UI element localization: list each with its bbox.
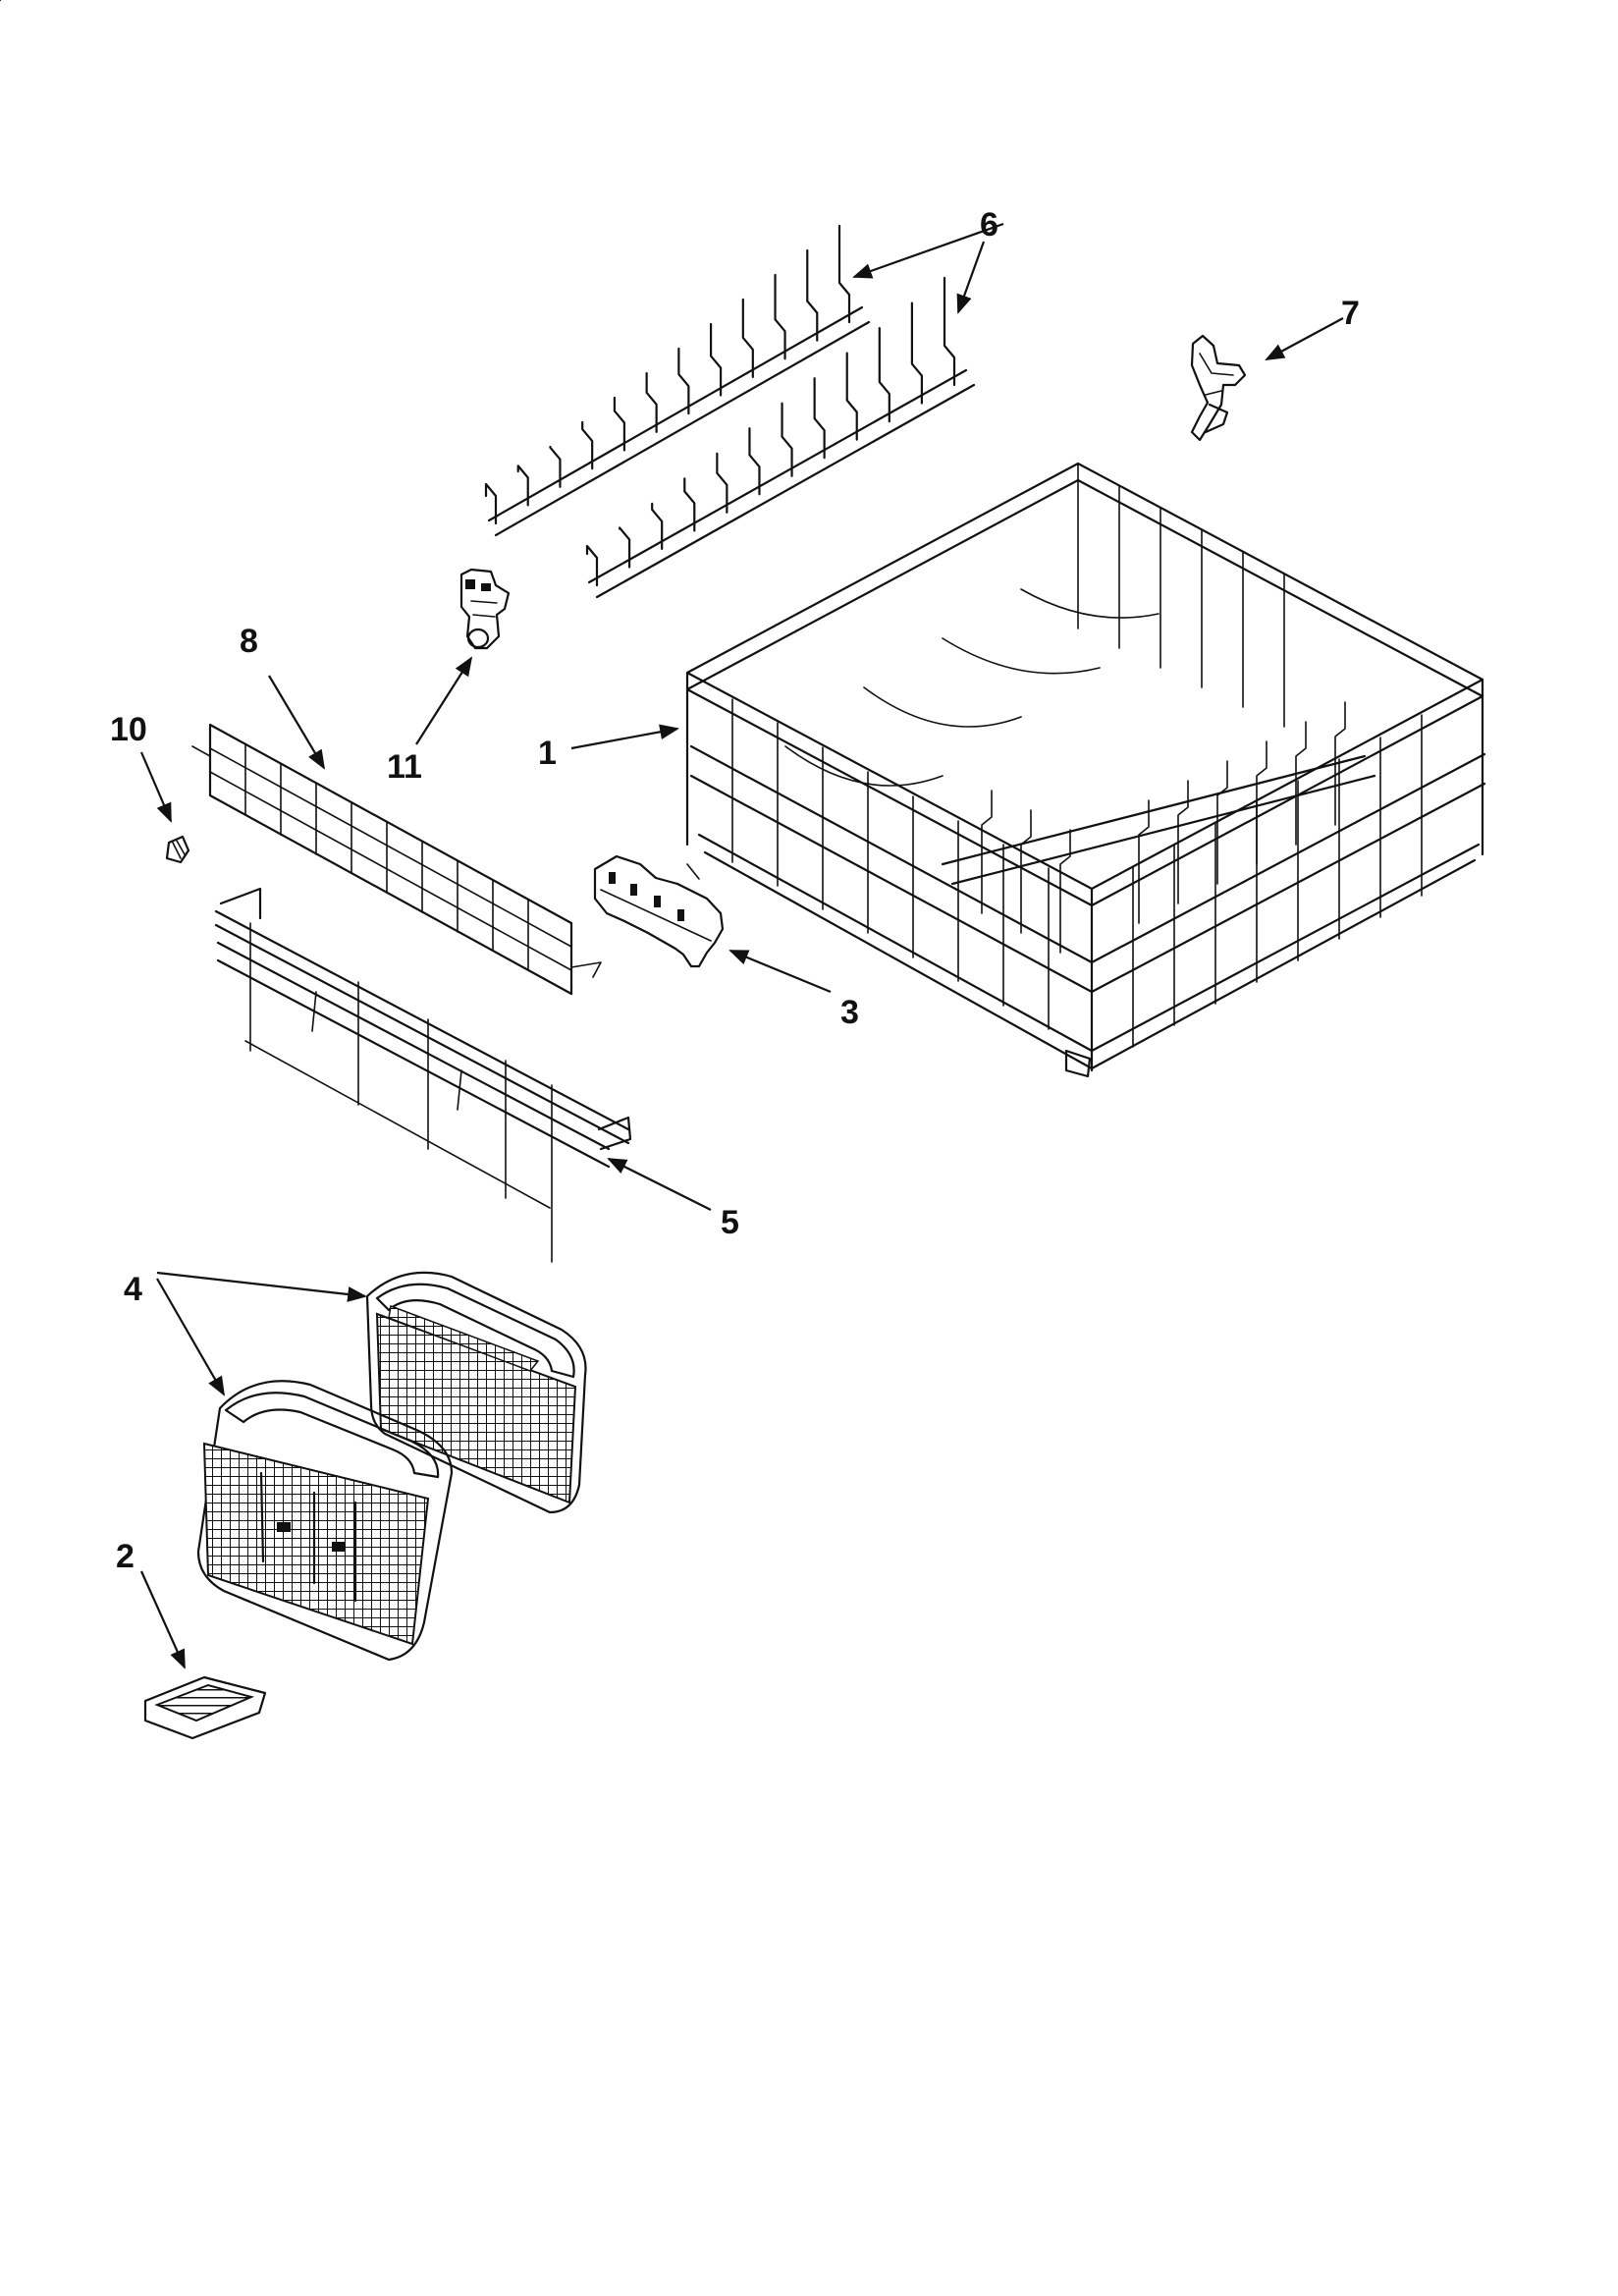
callout-labels: 1 2 3 4 5 6 7 8 10 11 bbox=[110, 206, 1360, 1575]
callout-5: 5 bbox=[721, 1204, 739, 1241]
dishrack-basket-part bbox=[685, 462, 1486, 1078]
callout-8: 8 bbox=[240, 623, 258, 660]
tine bbox=[910, 301, 924, 405]
tine bbox=[837, 224, 851, 324]
tine bbox=[618, 526, 631, 569]
callout-6: 6 bbox=[980, 206, 998, 244]
rack-bracket-part bbox=[593, 854, 725, 968]
tine bbox=[516, 465, 529, 507]
tine bbox=[585, 544, 599, 587]
rack-clip-part bbox=[1190, 334, 1247, 442]
tine bbox=[845, 352, 858, 441]
tine bbox=[613, 396, 626, 452]
callout-4: 4 bbox=[124, 1271, 142, 1308]
tine bbox=[683, 477, 696, 532]
tine bbox=[781, 402, 793, 477]
silverware-basket-front-part bbox=[196, 1380, 454, 1662]
tine-row-lower bbox=[585, 276, 976, 599]
callout-1: 1 bbox=[538, 735, 557, 772]
wheel-bracket-part bbox=[459, 568, 511, 650]
tine-row-upper bbox=[0, 0, 871, 537]
tine bbox=[645, 371, 658, 433]
tine bbox=[741, 298, 754, 379]
callout-10: 10 bbox=[110, 711, 147, 748]
tine bbox=[806, 248, 819, 342]
callout-2: 2 bbox=[116, 1538, 135, 1575]
leader-lines bbox=[139, 222, 1344, 1669]
callout-11: 11 bbox=[387, 748, 422, 786]
tine bbox=[549, 445, 562, 488]
rack-rail-part bbox=[214, 887, 632, 1263]
tine bbox=[651, 502, 664, 551]
small-clip-part bbox=[165, 835, 190, 864]
tine bbox=[581, 420, 594, 470]
basket-cover-part bbox=[143, 1675, 267, 1740]
tine bbox=[709, 322, 723, 397]
callout-7: 7 bbox=[1341, 295, 1360, 332]
tine bbox=[716, 452, 728, 514]
grid-panel-part bbox=[191, 723, 602, 996]
silverware-basket-rear-part bbox=[365, 1271, 587, 1514]
tine bbox=[484, 482, 498, 525]
tine bbox=[878, 326, 890, 423]
tine bbox=[677, 347, 690, 415]
tine bbox=[943, 276, 956, 387]
callout-3: 3 bbox=[840, 994, 859, 1031]
tine bbox=[748, 427, 761, 496]
tine bbox=[813, 377, 826, 460]
tine bbox=[774, 273, 786, 360]
